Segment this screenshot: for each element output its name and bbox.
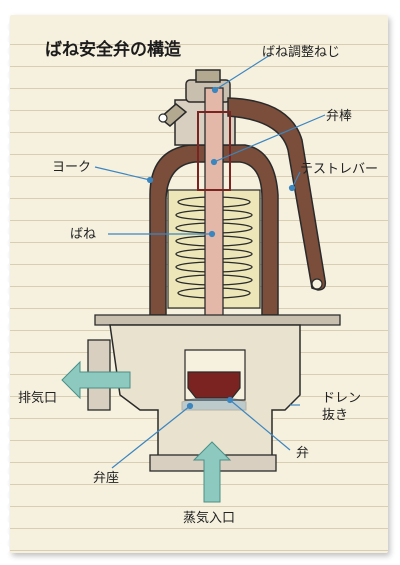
inlet-arrow — [192, 441, 232, 503]
label-valve-seat: 弁座 — [93, 471, 120, 486]
label-adjust-nut: ばね調整ねじ — [262, 45, 341, 60]
label-exhaust: 排気口 — [18, 391, 58, 406]
diagram-title: ばね安全弁の構造 — [45, 40, 181, 60]
label-drain-line1: ドレン — [322, 391, 362, 406]
label-valve-stem: 弁棒 — [326, 109, 353, 124]
spring — [175, 196, 253, 299]
label-spring: ばね — [70, 227, 97, 242]
label-drain-line2: 抜き — [322, 408, 349, 423]
test-lever — [227, 97, 327, 291]
label-test-lever: テストレバー — [300, 162, 379, 177]
leader-lines — [94, 54, 326, 469]
label-yoke: ヨーク — [52, 160, 92, 175]
exhaust-arrow — [61, 360, 131, 400]
label-steam-inlet: 蒸気入口 — [183, 511, 236, 526]
label-valve: 弁 — [296, 446, 310, 461]
flow-arrows — [61, 360, 232, 503]
